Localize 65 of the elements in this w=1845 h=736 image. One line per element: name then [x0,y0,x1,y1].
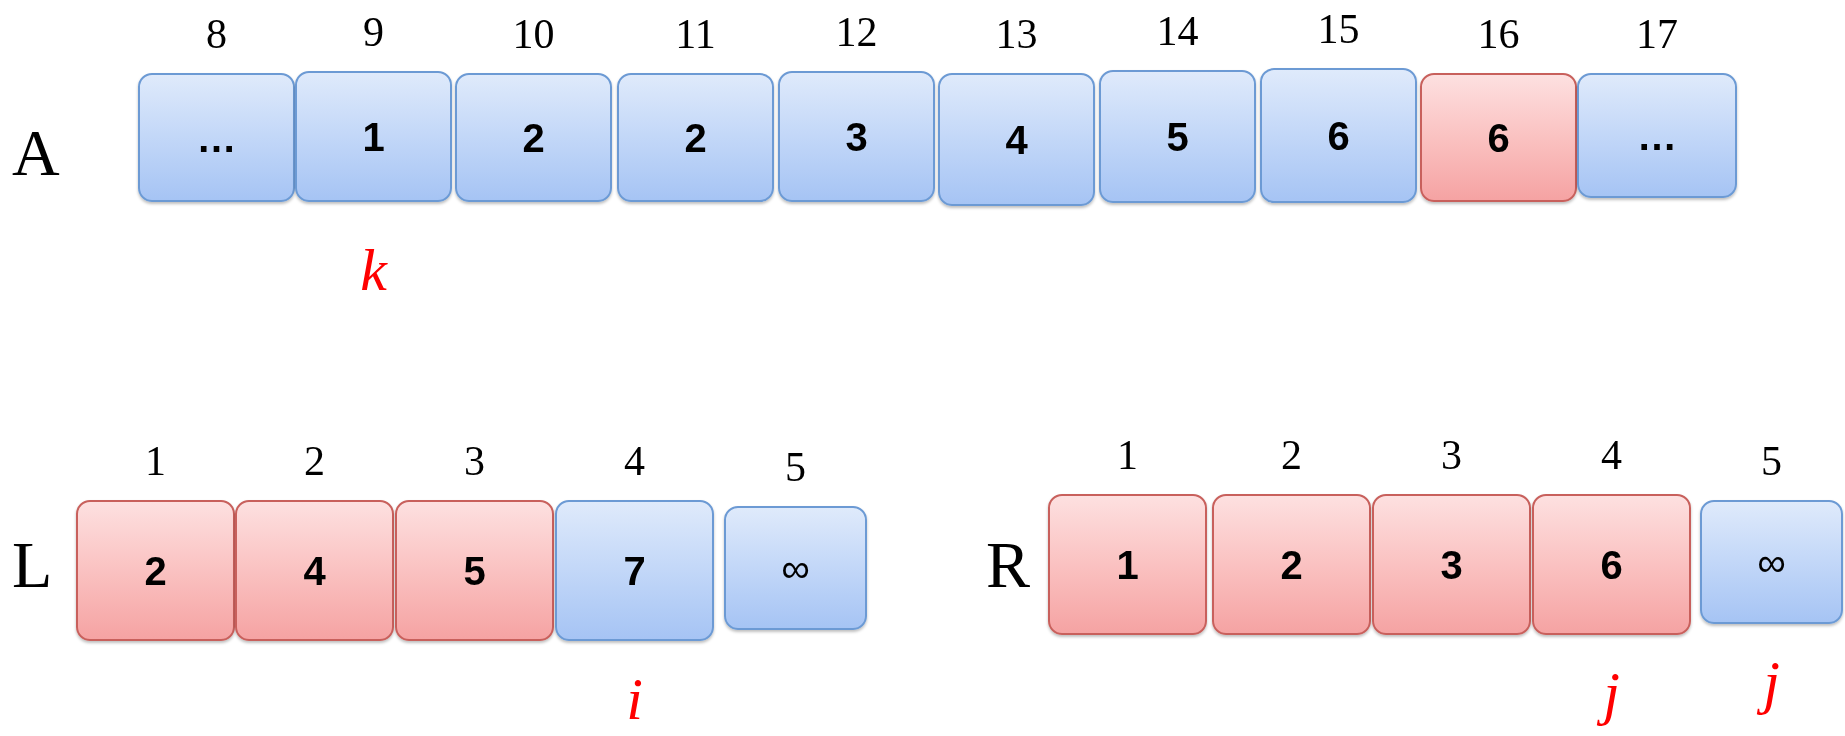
index-number: 16 [1476,13,1521,55]
cell-value: 5 [1166,116,1189,157]
index-number: 1 [144,440,167,482]
pointer-variable: k [359,240,389,300]
cell-value: … [1637,115,1677,156]
array-cell-box [235,500,394,641]
index-number: 12 [834,11,879,53]
pointer-variable: i [625,669,644,729]
array-cell-box [1099,70,1256,203]
array-cell-box [1212,494,1371,635]
cell-value: 4 [1005,119,1028,160]
index-number: 2 [303,440,326,482]
array-cell-box [724,506,867,630]
cell-value: 6 [1327,115,1350,156]
index-number: 2 [1280,434,1303,476]
array-cell-box [1577,73,1737,198]
array-cell-box [1260,68,1417,203]
index-number: 4 [1600,434,1623,476]
index-number: 15 [1316,8,1361,50]
index-number: 1 [1116,434,1139,476]
cell-value: … [196,117,237,158]
array-name: L [12,532,53,598]
array-name: R [986,532,1031,598]
cell-value: 6 [1600,544,1623,585]
array-cell-box [555,500,714,641]
cell-value: 5 [463,550,486,591]
array-cell-box [455,73,612,202]
cell-value: 3 [845,116,868,157]
array-cell-box [1372,494,1531,635]
index-number: 3 [1440,434,1463,476]
cell-value: 2 [1280,544,1303,585]
index-number: 14 [1155,10,1200,52]
cell-value: ∞ [1757,542,1786,582]
array-cell-box [1048,494,1207,635]
array-cell-box [617,73,774,202]
index-number: 9 [362,11,385,53]
index-number: 11 [674,13,717,55]
cell-value: 3 [1440,544,1463,585]
cell-value: 1 [1116,544,1139,585]
index-number: 5 [1760,440,1783,482]
cell-value: 7 [623,550,646,591]
cell-value: ∞ [781,548,810,588]
index-number: 4 [623,440,646,482]
array-cell-box [938,73,1095,206]
array-cell-box [1532,494,1691,635]
array-cell-box [76,500,235,641]
index-number: 5 [784,446,807,488]
cell-value: 2 [522,117,545,158]
cell-value: 2 [684,117,707,158]
array-cell-box [138,73,295,202]
cell-value: 2 [144,550,167,591]
array-cell-box [1420,73,1577,202]
array-cell-box [1700,500,1843,624]
array-cell-box [295,71,452,202]
index-number: 17 [1635,13,1679,55]
index-number: 13 [994,13,1039,55]
array-name: A [12,120,60,186]
index-number: 3 [463,440,486,482]
cell-value: 4 [303,550,326,591]
index-number: 10 [511,13,556,55]
index-number: 8 [205,13,228,55]
cell-value: 1 [362,116,385,157]
array-cell-box [778,71,935,202]
array-cell-box [395,500,554,641]
cell-value: 6 [1487,117,1510,158]
